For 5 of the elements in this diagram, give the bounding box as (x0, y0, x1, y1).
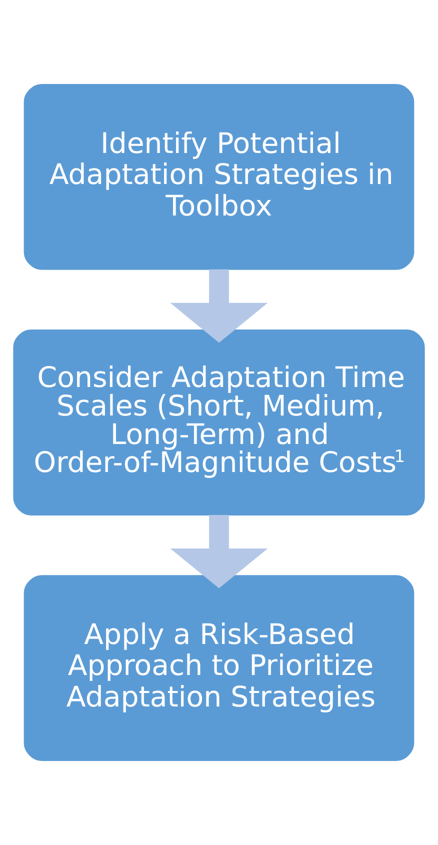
node-box: Apply a Risk-Based Approach to Prioritize Adaptation Strategies (24, 575, 414, 762)
arrow (170, 269, 268, 343)
node-box: Identify Potential Adaptation Strategies in Toolbox (24, 84, 414, 270)
node-box: Consider Adaptation Time Scales (Short, Medium, Long-Term) and Order-of-Magnitude Costs$^{1}$ (13, 330, 425, 516)
arrow (170, 515, 268, 588)
